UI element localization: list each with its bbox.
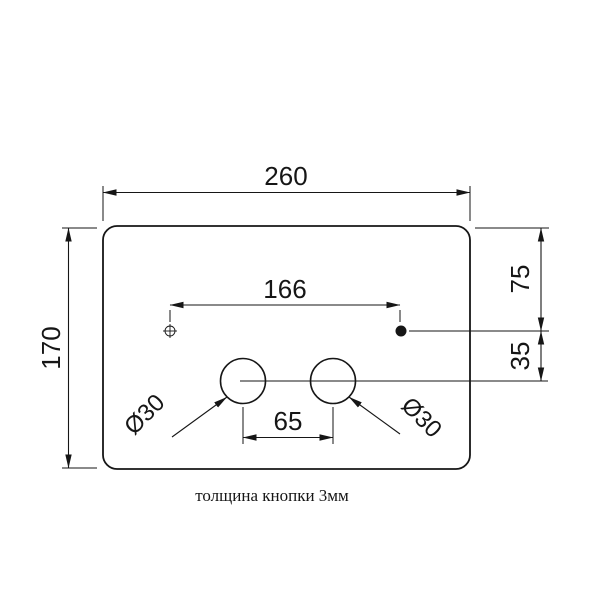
dim-plate-width: 260 — [102, 161, 471, 221]
dim-button-spacing: 65 — [242, 406, 334, 444]
dim-plate-height: 170 — [36, 227, 97, 469]
dim-hole-spacing: 166 — [169, 274, 401, 322]
dim-plate-width-label: 260 — [264, 161, 307, 191]
leader-line — [348, 396, 401, 435]
mounting-hole-right — [395, 325, 407, 337]
dim-button-spacing-label: 65 — [274, 406, 303, 436]
dim-holes-to-buttons: 35 — [505, 330, 545, 382]
dim-edge-to-holes: 75 — [409, 227, 549, 332]
leader-dia30-right: Ø30 — [348, 392, 447, 443]
dia30-left-label: Ø30 — [119, 389, 170, 440]
mounting-hole-left — [163, 324, 177, 338]
caption: толщина кнопки 3мм — [195, 486, 349, 505]
dim-plate-height-label: 170 — [36, 326, 66, 369]
mounting-holes — [163, 324, 407, 338]
leader-dia30-left: Ø30 — [119, 389, 228, 440]
dim-edge-to-holes-label: 75 — [505, 265, 535, 294]
plate — [102, 225, 471, 470]
dia30-right-label: Ø30 — [396, 392, 447, 443]
leader-line — [171, 396, 228, 438]
dim-holes-to-buttons-label: 35 — [505, 342, 535, 371]
buttons — [219, 357, 548, 405]
dim-hole-spacing-label: 166 — [263, 274, 306, 304]
plate-outline — [102, 225, 471, 470]
